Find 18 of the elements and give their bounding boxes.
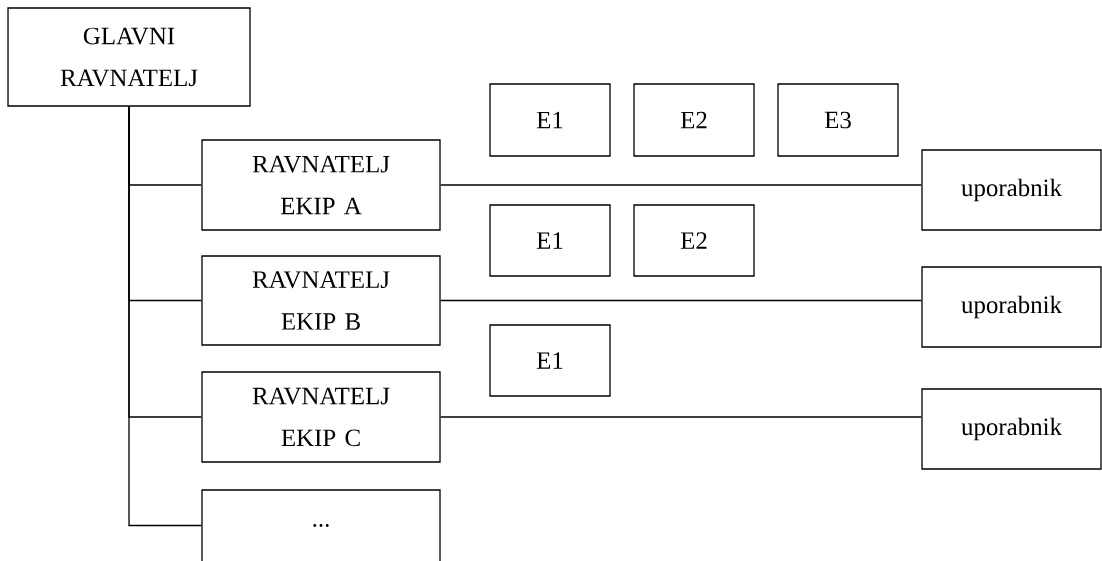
box: uporabnik <box>921 388 1102 470</box>
box: RAVNATELJ EKIP A <box>201 139 441 231</box>
box: RAVNATELJ EKIP C <box>201 371 441 463</box>
box: E2 <box>633 204 755 277</box>
title-box: GLAVNI RAVNATELJ <box>7 7 251 107</box>
box: ... <box>201 489 441 561</box>
box: E1 <box>489 324 611 397</box>
box: uporabnik <box>921 266 1102 348</box>
connector-line <box>128 106 202 527</box>
box: E1 <box>489 204 611 277</box>
box: E3 <box>777 83 899 157</box>
connector-line <box>440 184 922 186</box>
box: E1 <box>489 83 611 157</box>
box: RAVNATELJ EKIP B <box>201 255 441 346</box>
connector-line <box>440 416 922 418</box>
box: E2 <box>633 83 755 157</box>
box: uporabnik <box>921 149 1102 231</box>
connector-line <box>440 299 922 302</box>
